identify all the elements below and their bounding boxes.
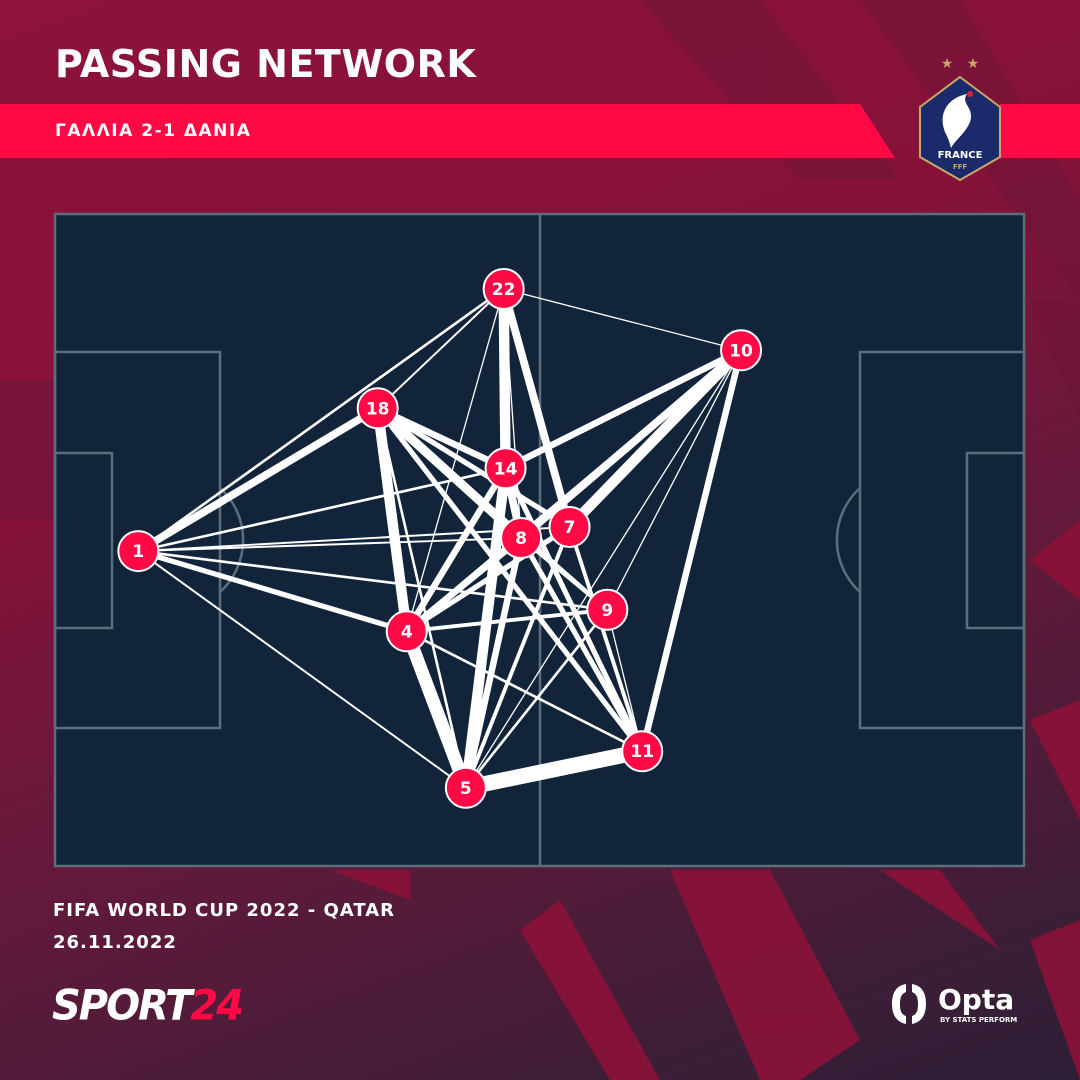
pass-link-14-5 <box>460 467 511 789</box>
pass-link-22-10 <box>503 288 742 351</box>
player-node-4: 4 <box>385 610 428 653</box>
pass-link-1-5 <box>137 550 467 789</box>
right-six-yard-box <box>965 451 1026 630</box>
player-number: 5 <box>460 779 472 799</box>
opta-wordmark: Opta <box>938 983 1015 1016</box>
opta-logo-icon <box>892 984 926 1024</box>
france-crest-logo: ★ ★ FRANCE FFF <box>919 56 1001 182</box>
pass-link-1-4 <box>137 548 408 634</box>
right-penalty-arc <box>835 487 861 593</box>
banner-tail <box>1000 104 1080 158</box>
crest-team: FRANCE <box>938 150 983 161</box>
pass-link-1-9 <box>138 549 608 612</box>
pass-link-8-4 <box>404 535 524 634</box>
player-number: 4 <box>401 622 413 642</box>
player-circle <box>385 610 428 653</box>
player-node-18: 18 <box>356 387 399 430</box>
logo-text-24: 24 <box>190 981 244 1031</box>
pass-link-4-5 <box>400 628 472 791</box>
pass-link-7-11 <box>567 526 645 752</box>
pass-link-7-5 <box>464 526 572 789</box>
competition-label: FIFA WORLD CUP 2022 - QATAR <box>53 900 396 921</box>
pass-link-18-5 <box>376 408 468 789</box>
player-node-22: 22 <box>482 267 525 310</box>
player-circle <box>500 517 543 560</box>
player-number: 10 <box>729 341 753 361</box>
player-node-14: 14 <box>484 447 527 490</box>
match-date: 26.11.2022 <box>53 932 177 953</box>
pass-link-1-18 <box>136 404 380 555</box>
pass-link-10-5 <box>465 349 742 789</box>
player-node-9: 9 <box>586 588 629 631</box>
pass-link-22-14 <box>498 288 511 469</box>
pass-link-10-14 <box>504 347 743 472</box>
player-circle <box>482 267 525 310</box>
page-title: PASSING NETWORK <box>55 42 477 86</box>
player-circle <box>621 730 664 773</box>
player-circle <box>484 447 527 490</box>
sport24-logo: SPORT24 <box>52 981 244 1031</box>
pass-link-4-11 <box>406 630 643 753</box>
pass-link-1-8 <box>138 537 522 553</box>
pass-link-18-4 <box>372 407 412 632</box>
pass-link-18-14 <box>376 405 507 472</box>
pass-link-11-5 <box>464 743 644 796</box>
player-number: 7 <box>564 518 576 538</box>
player-circle <box>444 766 487 809</box>
left-six-yard-box <box>53 451 114 630</box>
pass-link-9-11 <box>606 609 643 752</box>
player-number: 14 <box>494 459 518 479</box>
player-node-8: 8 <box>500 517 543 560</box>
pass-link-14-4 <box>403 466 509 633</box>
player-circle <box>548 505 591 548</box>
crest-federation: FFF <box>953 163 968 171</box>
player-node-11: 11 <box>621 730 664 773</box>
player-circle <box>586 588 629 631</box>
player-node-10: 10 <box>720 329 763 372</box>
pass-link-8-11 <box>518 536 645 753</box>
pass-link-7-4 <box>405 524 571 634</box>
pass-link-10-9 <box>606 349 742 611</box>
pass-link-1-22 <box>137 287 505 553</box>
player-node-7: 7 <box>548 505 591 548</box>
pass-link-1-14 <box>138 467 506 553</box>
opta-subtitle: BY STATS PERFORM <box>940 1016 1018 1024</box>
pass-link-8-5 <box>462 537 525 789</box>
player-number: 22 <box>492 280 516 300</box>
star-icon: ★ <box>941 56 954 72</box>
player-number: 9 <box>601 601 613 621</box>
logo-text-sport: SPORT <box>52 981 192 1031</box>
pass-link-22-18 <box>377 288 505 410</box>
player-node-5: 5 <box>444 766 487 809</box>
player-number: 18 <box>366 399 390 419</box>
pass-link-14-11 <box>503 467 645 753</box>
player-circle <box>720 329 763 372</box>
player-circle <box>117 530 160 573</box>
player-number: 1 <box>132 542 144 562</box>
pass-link-18-7 <box>376 406 571 530</box>
pass-link-22-7 <box>499 287 574 529</box>
player-number: 11 <box>630 742 654 762</box>
player-circle <box>356 387 399 430</box>
pass-link-9-4 <box>406 607 608 634</box>
player-node-1: 1 <box>117 530 160 573</box>
pass-link-10-7 <box>565 346 745 531</box>
player-number: 8 <box>515 529 527 549</box>
star-icon: ★ <box>967 56 980 72</box>
pass-link-22-4 <box>406 288 505 632</box>
pass-link-10-11 <box>639 349 745 753</box>
match-score: ΓΑΛΛΙΑ 2-1 ΔΑΝΙΑ <box>55 121 252 141</box>
match-banner <box>0 104 895 158</box>
